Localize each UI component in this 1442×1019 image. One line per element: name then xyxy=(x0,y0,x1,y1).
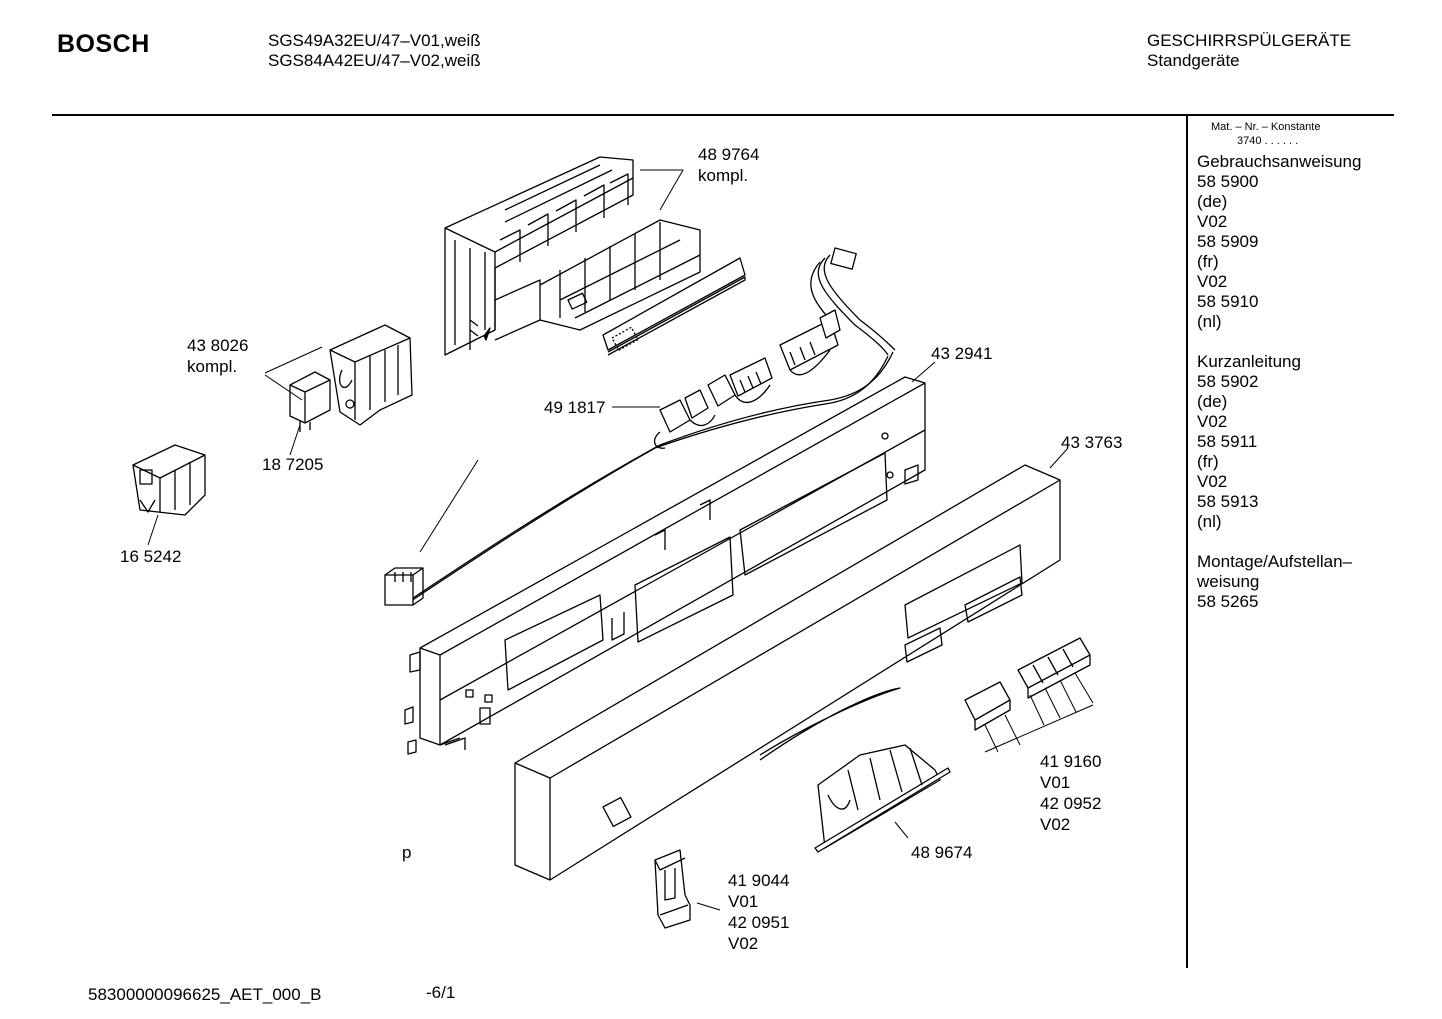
display-strip-part xyxy=(602,257,746,356)
part-note: kompl. xyxy=(187,357,238,376)
leader-lines xyxy=(147,169,1094,911)
electronic-module-part xyxy=(444,156,701,356)
document-id: 58300000096625_AET_000_B xyxy=(88,985,322,1004)
sidebar-line: (fr) xyxy=(1197,252,1219,271)
category-line: GESCHIRRSPÜLGERÄTE xyxy=(1147,31,1352,50)
button-set-part xyxy=(964,637,1091,731)
callout-432941: 43 2941 xyxy=(931,343,992,364)
mat-label: Mat. – Nr. – Konstante xyxy=(1211,121,1321,133)
sidebar-line: Montage/Aufstellan– xyxy=(1197,552,1352,571)
sidebar-line: weisung xyxy=(1197,572,1260,591)
document-sidebar: Mat. – Nr. – Konstante 3740 . . . . . . … xyxy=(1197,120,1361,612)
model-line: SGS84A42EU/47–V02,weiß xyxy=(268,51,481,70)
part-number: 18 7205 xyxy=(262,455,324,474)
part-number: 16 5242 xyxy=(120,547,182,566)
front-frame-part xyxy=(404,376,926,755)
callout-p: p xyxy=(402,842,411,863)
part-number: 41 9160 xyxy=(1040,752,1102,771)
sidebar-line: (fr) xyxy=(1197,452,1219,471)
sidebar-line: (de) xyxy=(1197,192,1228,211)
part-number: 49 1817 xyxy=(544,398,606,417)
relay-part xyxy=(329,324,413,426)
mat-value: 3740 . . . . . . xyxy=(1237,135,1299,147)
sidebar-section-manual: Gebrauchsanweisung 58 5900 (de) V02 58 5… xyxy=(1197,152,1361,332)
part-number: 43 3763 xyxy=(1061,433,1123,452)
sidebar-rule xyxy=(1186,115,1188,968)
sidebar-line: 58 5265 xyxy=(1197,592,1259,611)
switch-part xyxy=(289,371,331,432)
callout-491817: 49 1817 xyxy=(544,397,605,418)
sidebar-line: 58 5913 xyxy=(1197,492,1259,511)
sidebar-line: 58 5910 xyxy=(1197,292,1259,311)
category-title: GESCHIRRSPÜLGERÄTE Standgeräte xyxy=(1147,31,1351,71)
header-rule xyxy=(52,114,1394,116)
sidebar-line: V02 xyxy=(1197,272,1228,291)
sidebar-line: V02 xyxy=(1197,412,1228,431)
model-line: SGS49A32EU/47–V01,weiß xyxy=(268,31,481,50)
view-marker: p xyxy=(402,843,412,862)
part-number: 42 0951 xyxy=(728,913,790,932)
part-number: 41 9044 xyxy=(728,871,790,890)
sidebar-line: 58 5911 xyxy=(1197,432,1258,451)
part-note: kompl. xyxy=(698,166,749,185)
sidebar-line: 58 5902 xyxy=(1197,372,1259,391)
callout-187205: 18 7205 xyxy=(262,454,323,475)
sidebar-line: (nl) xyxy=(1197,512,1222,531)
sidebar-line: (de) xyxy=(1197,392,1228,411)
front-panel-part xyxy=(514,464,1061,881)
page-number: -6/1 xyxy=(426,983,456,1002)
part-variant: V01 xyxy=(728,892,759,911)
sidebar-line: 58 5900 xyxy=(1197,172,1259,191)
part-number: 48 9674 xyxy=(911,843,973,862)
part-variant: V01 xyxy=(1040,773,1071,792)
sidebar-section-installation: Montage/Aufstellan– weisung 58 5265 xyxy=(1197,552,1361,612)
callout-165242: 16 5242 xyxy=(120,546,181,567)
callout-489764: 48 9764 kompl. xyxy=(698,144,759,186)
callout-489674: 48 9674 xyxy=(911,842,972,863)
wiring-harness-part xyxy=(384,247,896,606)
sidebar-line: Gebrauchsanweisung xyxy=(1197,152,1362,171)
exploded-view-drawing xyxy=(132,156,1094,929)
terminal-block-part xyxy=(132,444,206,516)
part-number: 43 2941 xyxy=(931,344,993,363)
part-variant: V02 xyxy=(1040,815,1071,834)
part-number: 43 8026 xyxy=(187,336,249,355)
clip-part xyxy=(654,849,691,929)
door-handle-part xyxy=(814,744,951,853)
callout-419044: 41 9044 V01 42 0951 V02 xyxy=(728,870,789,954)
sidebar-line: V02 xyxy=(1197,472,1228,491)
callout-433763: 43 3763 xyxy=(1061,432,1122,453)
part-variant: V02 xyxy=(728,934,759,953)
part-number: 48 9764 xyxy=(698,145,760,164)
model-list: SGS49A32EU/47–V01,weiß SGS84A42EU/47–V02… xyxy=(268,31,481,71)
brand-logo: BOSCH xyxy=(57,30,150,58)
sidebar-line: 58 5909 xyxy=(1197,232,1259,251)
sidebar-line: V02 xyxy=(1197,212,1228,231)
part-number: 42 0952 xyxy=(1040,794,1102,813)
callout-419160: 41 9160 V01 42 0952 V02 xyxy=(1040,751,1101,835)
callout-438026: 43 8026 kompl. xyxy=(187,335,248,377)
sidebar-line: (nl) xyxy=(1197,312,1222,331)
sidebar-line: Kurzanleitung xyxy=(1197,352,1301,371)
category-subline: Standgeräte xyxy=(1147,51,1240,70)
sidebar-section-quickguide: Kurzanleitung 58 5902 (de) V02 58 5911 (… xyxy=(1197,352,1361,532)
